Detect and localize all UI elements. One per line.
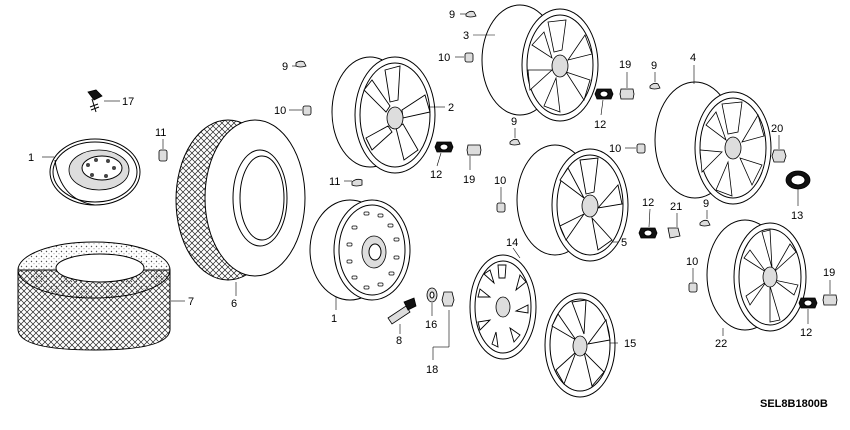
part-15-wheel-cover: [544, 292, 618, 398]
callout-19a: 19: [463, 174, 475, 186]
callout-5: 5: [621, 237, 627, 249]
part-21-stud: [667, 213, 681, 239]
part-2-alloy-wheel: [331, 56, 445, 174]
part-5-alloy-wheel: [516, 144, 629, 262]
part-11-weights: [158, 139, 363, 187]
callout-19c: 19: [823, 267, 835, 279]
callout-7: 7: [188, 296, 194, 308]
callout-6: 6: [231, 298, 237, 310]
part-3-alloy-wheel: [473, 4, 599, 122]
part-12-nuts: [434, 88, 818, 324]
part-17-clip: [87, 89, 120, 113]
part-18-nut: [432, 291, 455, 360]
callout-10b: 10: [438, 52, 450, 64]
callout-11b: 11: [329, 176, 340, 188]
callout-10c: 10: [609, 143, 621, 155]
part-1-spare-rim: [42, 138, 141, 206]
callout-21: 21: [670, 201, 682, 213]
callout-9b: 9: [449, 9, 455, 21]
callout-17: 17: [122, 96, 134, 108]
part-1-steel-wheel: [309, 199, 411, 310]
part-4-alloy-wheel: [654, 65, 772, 205]
callout-18: 18: [426, 364, 438, 376]
part-8-bolt: [387, 297, 417, 334]
callout-9a: 9: [282, 61, 288, 73]
callout-1-spare-rim: 1: [28, 152, 34, 164]
callout-11a: 11: [155, 127, 166, 139]
callout-19b: 19: [619, 59, 631, 71]
callout-15: 15: [624, 338, 636, 350]
part-13-center-cap: [785, 170, 811, 206]
part-10-weights: [289, 52, 698, 293]
callout-12a: 12: [430, 169, 442, 181]
part-14-wheel-cover: [469, 247, 537, 360]
callout-20: 20: [771, 123, 783, 135]
callout-16: 16: [425, 319, 437, 331]
callout-8: 8: [396, 335, 402, 347]
part-16-washer: [426, 287, 438, 316]
callout-9e: 9: [703, 198, 709, 210]
callout-10e: 10: [686, 256, 698, 268]
diagram-code: SEL8B1800B: [760, 398, 828, 410]
callout-22: 22: [715, 338, 727, 350]
callout-2: 2: [448, 102, 454, 114]
callout-9d: 9: [511, 116, 517, 128]
callout-4: 4: [690, 52, 696, 64]
callout-labels: 1 1 2 3 4 5 6 7 8 9 9 9 9 9 10 10 10 10 …: [28, 9, 835, 410]
callout-13: 13: [791, 210, 803, 222]
callout-10d: 10: [494, 175, 506, 187]
callout-3: 3: [463, 30, 469, 42]
callout-1-steel-wheel: 1: [331, 313, 337, 325]
part-9-clips: [292, 10, 711, 227]
callout-10a: 10: [274, 105, 286, 117]
callout-12b: 12: [594, 119, 606, 131]
callout-12c: 12: [642, 197, 654, 209]
callout-14: 14: [506, 237, 518, 249]
part-19-nuts: [466, 72, 838, 306]
callout-9c: 9: [651, 60, 657, 72]
callout-12d: 12: [800, 327, 812, 339]
part-22-alloy-wheel: [706, 219, 807, 336]
part-20-nut: [771, 135, 787, 163]
part-6-tire: [175, 119, 306, 296]
part-7-tire: [17, 241, 185, 351]
